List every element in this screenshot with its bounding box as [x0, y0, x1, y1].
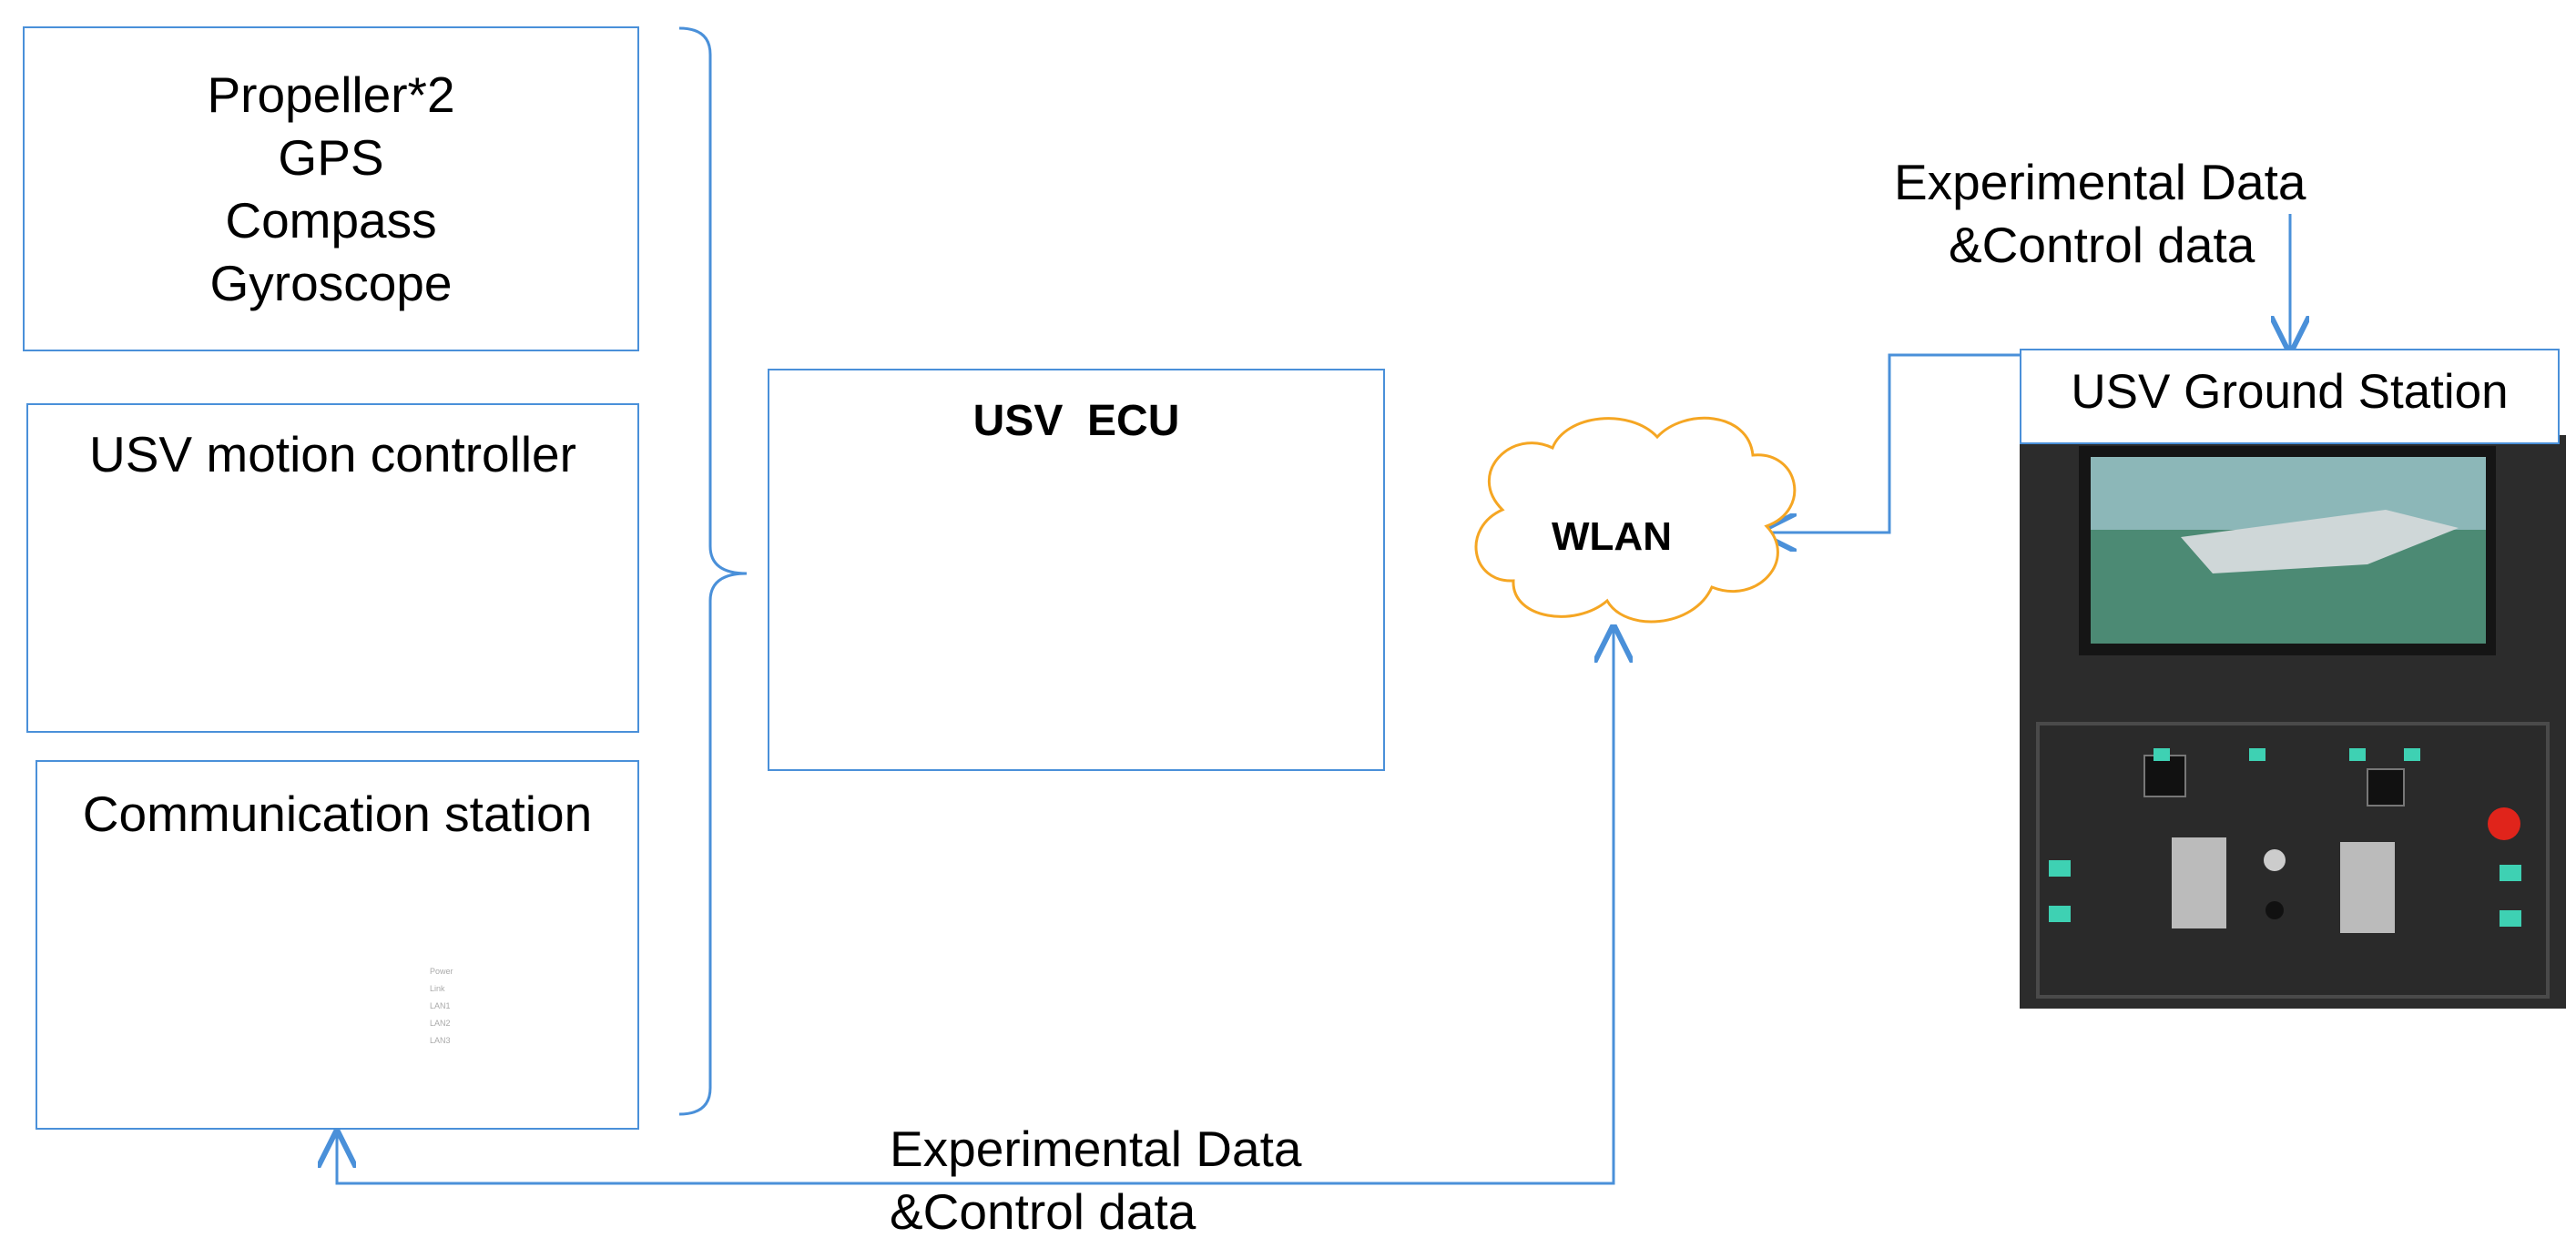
bottom-link-label: Experimental Data &Control data: [890, 1118, 1301, 1243]
sensors-list: Propeller*2 GPS Compass Gyroscope: [23, 64, 639, 315]
comm-station-label: Communication station: [82, 786, 593, 842]
top-link-line2: &Control data: [1949, 217, 2255, 273]
comm-station-box: [36, 760, 639, 1130]
sensor-gps: GPS: [278, 129, 384, 186]
control-console-icon: [2020, 435, 2566, 1009]
ecu-label: USV ECU: [972, 397, 1180, 445]
bottom-link-arrow: [337, 628, 1614, 1185]
bottom-link-line2: &Control data: [890, 1183, 1196, 1240]
ground-station-box: [2020, 349, 2560, 444]
led-label: LAN2: [430, 1019, 451, 1028]
grouping-bracket: [678, 26, 748, 1116]
sensors-box: [23, 26, 639, 351]
wlan-cloud: [1474, 416, 1797, 624]
bottom-link-line1: Experimental Data: [890, 1121, 1302, 1177]
ecu-box: [768, 369, 1385, 771]
ground-station-label: USV Ground Station: [2071, 365, 2509, 419]
wlan-label: WLAN: [1552, 514, 1672, 559]
motion-controller-box: [26, 403, 639, 733]
comm-led-labels: Power Link LAN1 LAN2 LAN3: [430, 963, 453, 1050]
led-label: Power: [430, 967, 453, 976]
led-label: LAN3: [430, 1036, 451, 1045]
led-label: LAN1: [430, 1001, 451, 1010]
sensor-gyroscope: Gyroscope: [209, 255, 453, 311]
sensor-propeller: Propeller*2: [207, 66, 455, 123]
motion-controller-label: USV motion controller: [89, 426, 576, 482]
sensor-compass: Compass: [225, 192, 437, 249]
top-link-label: Experimental Data &Control data: [1894, 151, 2306, 277]
led-label: Link: [430, 984, 445, 993]
top-link-line1: Experimental Data: [1894, 154, 2306, 210]
